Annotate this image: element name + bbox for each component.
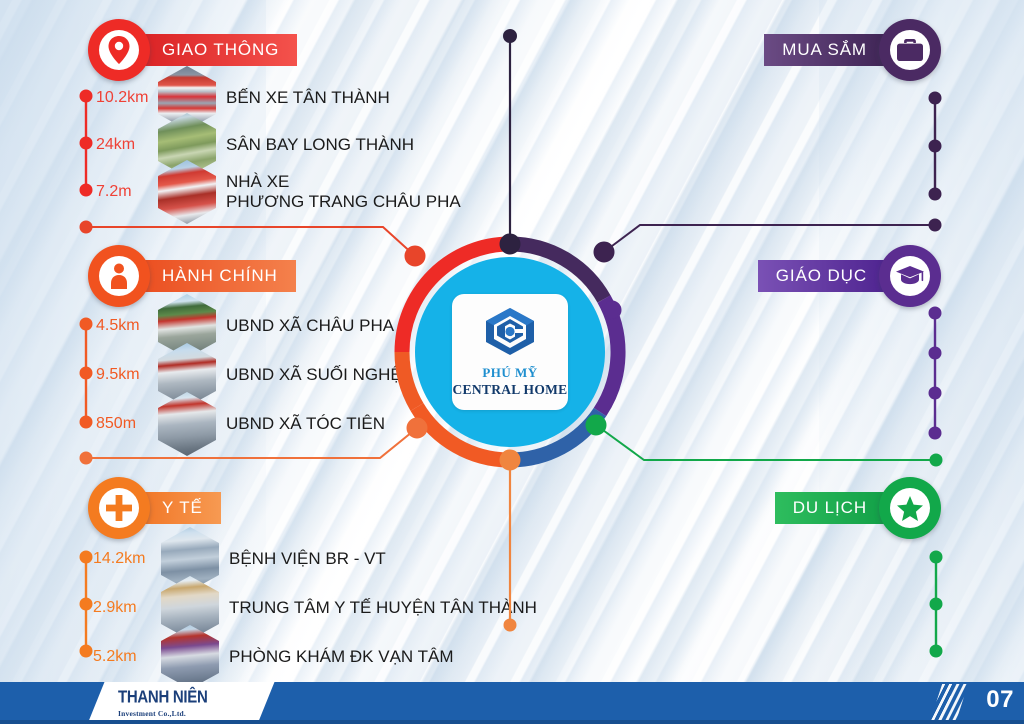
- admin-banner: HÀNH CHÍNH: [128, 260, 296, 292]
- map-pin-icon: [108, 36, 130, 64]
- tourism-badge-disc: [890, 488, 930, 528]
- education-banner: GIÁO DỤC: [757, 260, 901, 292]
- item-distance: 24km: [96, 136, 136, 153]
- shopping-banner: MUA SẮM: [764, 34, 901, 66]
- item-photo: [158, 160, 216, 224]
- item-label: TRUNG TÂM Y TẾ HUYỆN TÂN THÀNH: [229, 597, 537, 617]
- item-label: NHÀ XE PHƯƠNG TRANG CHÂU PHA: [226, 172, 461, 213]
- traffic-banner: GIAO THÔNG: [128, 34, 298, 66]
- section-header-shopping[interactable]: MUA SẮM: [764, 19, 941, 81]
- brand-card: PHÚ MỸ CENTRAL HOME: [452, 294, 568, 410]
- page-footer: THANH NIÊN Investment Co.,Ltd. 07: [0, 682, 1024, 724]
- tourism-title: DU LỊCH: [792, 498, 867, 517]
- list-item[interactable]: 24km SÂN BAY LONG THÀNH: [96, 113, 414, 177]
- graduation-cap-icon: [896, 266, 924, 286]
- traffic-badge[interactable]: [88, 19, 150, 81]
- education-badge[interactable]: [879, 245, 941, 307]
- company-logo: THANH NIÊN Investment Co.,Ltd.: [118, 687, 238, 719]
- item-distance: 5.2km: [93, 648, 137, 665]
- item-distance: 10.2km: [96, 89, 149, 106]
- item-label-line1: NHÀ XE: [226, 171, 290, 191]
- item-distance: 2.9km: [93, 599, 137, 616]
- briefcase-icon: [897, 39, 923, 61]
- footer-bottom-edge: [0, 720, 1024, 724]
- central-hub: PHÚ MỸ CENTRAL HOME: [386, 228, 634, 476]
- item-distance: 9.5km: [96, 366, 140, 383]
- brand-line-2: CENTRAL HOME: [452, 382, 568, 397]
- company-subtitle: Investment Co.,Ltd.: [118, 708, 186, 718]
- list-item[interactable]: 850m UBND XÃ TÓC TIÊN: [96, 392, 385, 456]
- list-item[interactable]: 7.2m NHÀ XE PHƯƠNG TRANG CHÂU PHA: [96, 160, 461, 224]
- item-label: UBND XÃ CHÂU PHA: [226, 315, 395, 335]
- background-tint-left: [0, 0, 267, 724]
- hub-inner-circle: PHÚ MỸ CENTRAL HOME: [415, 257, 605, 447]
- health-badge-disc: [99, 488, 139, 528]
- traffic-badge-disc: [99, 30, 139, 70]
- item-photo: [161, 625, 219, 689]
- item-label: SÂN BAY LONG THÀNH: [226, 134, 414, 154]
- item-label: UBND XÃ TÓC TIÊN: [226, 413, 386, 433]
- rail-health: [79, 550, 93, 658]
- section-header-education[interactable]: GIÁO DỤC: [757, 245, 941, 307]
- admin-badge-disc: [99, 256, 139, 296]
- section-header-health[interactable]: Y TẾ: [88, 477, 221, 539]
- item-label: BỆNH VIỆN BR - VT: [229, 548, 386, 568]
- section-header-tourism[interactable]: DU LỊCH: [774, 477, 941, 539]
- item-distance: 14.2km: [93, 550, 146, 567]
- item-label: UBND XÃ SUỐI NGHỆ: [226, 364, 402, 384]
- wire-traffic: [499, 29, 521, 255]
- rail-tourism: [929, 550, 943, 658]
- list-item[interactable]: 9.5km UBND XÃ SUỐI NGHỆ: [96, 343, 402, 407]
- hexagon-c-logo-icon: [482, 306, 538, 361]
- item-label: BẾN XE TÂN THÀNH: [226, 87, 390, 107]
- list-item[interactable]: 5.2km PHÒNG KHÁM ĐK VẠN TÂM: [93, 625, 454, 689]
- traffic-title: GIAO THÔNG: [162, 40, 280, 59]
- background-tint-right: [819, 0, 1024, 724]
- admin-title: HÀNH CHÍNH: [162, 266, 278, 285]
- item-photo: [158, 392, 216, 456]
- item-distance: 7.2m: [96, 183, 132, 200]
- rail-education: [928, 306, 942, 440]
- education-badge-disc: [890, 256, 930, 296]
- shopping-title: MUA SẮM: [782, 40, 867, 59]
- list-item[interactable]: 10.2km BẾN XE TÂN THÀNH: [96, 66, 390, 130]
- admin-badge[interactable]: [88, 245, 150, 307]
- item-distance: 850m: [96, 415, 137, 432]
- shopping-badge-disc: [890, 30, 930, 70]
- company-name: THANH NIÊN: [118, 687, 208, 707]
- item-label: PHÒNG KHÁM ĐK VẠN TÂM: [229, 646, 454, 666]
- education-title: GIÁO DỤC: [775, 266, 867, 285]
- item-distance: 4.5km: [96, 317, 140, 334]
- medical-cross-icon: [106, 495, 132, 521]
- section-header-traffic[interactable]: GIAO THÔNG: [88, 19, 298, 81]
- person-badge-icon: [109, 263, 129, 289]
- rail-admin: [79, 317, 93, 429]
- shopping-badge[interactable]: [879, 19, 941, 81]
- health-title: Y TẾ: [162, 498, 203, 517]
- item-label-line2: PHƯƠNG TRANG CHÂU PHA: [226, 192, 461, 211]
- wire-tourism: [585, 414, 943, 467]
- tourism-badge[interactable]: [879, 477, 941, 539]
- rail-traffic: [79, 89, 93, 197]
- brand-line-1: PHÚ MỸ: [482, 365, 538, 380]
- page-number: 07: [986, 686, 1014, 713]
- health-badge[interactable]: [88, 477, 150, 539]
- rail-shopping: [928, 91, 942, 201]
- star-icon: [897, 495, 923, 521]
